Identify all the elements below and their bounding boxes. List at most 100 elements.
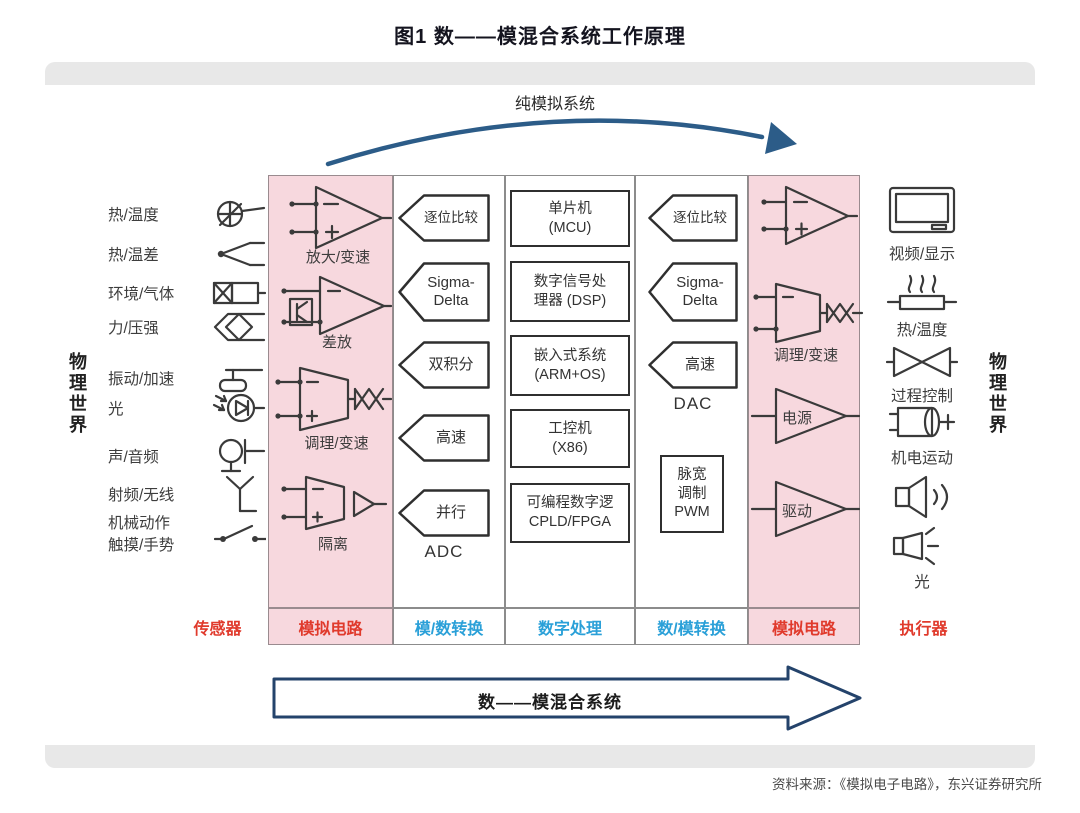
adc-option-block: Sigma- Delta (398, 262, 490, 322)
isolation-label: 隔离 (317, 536, 348, 553)
pressure-sensor-icon (213, 312, 266, 342)
digital-block-ipc: 工控机 (X86) (510, 409, 630, 468)
power-amp-block: 电源 (750, 385, 861, 447)
mixed-system-arrow (272, 665, 862, 731)
adc-option-label: 高速 (435, 429, 466, 446)
sensor-row: 热/温差 (108, 236, 266, 272)
actuator-item: 机电运动 (868, 402, 976, 468)
actuators-footer-label: 执行器 (899, 621, 948, 638)
dac-footer-cell: 数/模转换 (635, 608, 748, 645)
opamp-icon (761, 185, 858, 246)
dac-option-label: Sigma- Delta (676, 274, 724, 309)
driver-amp-label: 驱动 (782, 503, 813, 520)
speaker-icon (894, 475, 949, 519)
adc-option-label: 双积分 (428, 356, 474, 373)
digital-footer-cell: 数字处理 (505, 608, 635, 645)
thermocouple-icon (217, 241, 266, 267)
mixed-system-arrow-label: 数——模混合系统 (478, 693, 622, 712)
digital-block-fpga: 可编程数字逻 CPLD/FPGA (510, 483, 630, 543)
conditioner-label: 调理/变速 (773, 347, 839, 364)
dac-column (635, 175, 748, 608)
sensor-label: 振动/加速 (108, 371, 175, 388)
sensor-label: 机械动作 触摸/手势 (108, 515, 175, 554)
diff-amp-label: 差放 (321, 334, 352, 351)
adc-option-block: 逐位比较 (398, 194, 490, 242)
sensor-row: 光 (108, 390, 266, 426)
analog-out-column (748, 175, 860, 608)
sensor-row: 热/温度 (108, 196, 266, 232)
actuator-item: 热/温度 (868, 272, 976, 340)
digital-block-mcu: 单片机 (MCU) (510, 190, 630, 247)
sensor-label: 声/音频 (108, 449, 159, 466)
adc-option-label: 逐位比较 (424, 209, 478, 225)
actuator-label: 热/温度 (896, 322, 948, 339)
analog-in-footer-cell: 模拟电路 (268, 608, 393, 645)
adc-option-block: 双积分 (398, 341, 490, 389)
opamp-icon (289, 185, 392, 250)
dac-type-label: DAC (673, 394, 713, 413)
sensor-label: 力/压强 (108, 320, 159, 337)
actuator-label: 视频/显示 (888, 246, 956, 263)
actuator-item: 光 (868, 526, 976, 592)
sensor-label: 热/温度 (108, 207, 159, 224)
actuator-label: 光 (914, 574, 930, 591)
pure-analog-arc-arrow (325, 118, 797, 167)
digital-block-embedded: 嵌入式系统 (ARM+OS) (510, 335, 630, 396)
sensor-label: 射频/无线 (108, 487, 175, 504)
conditioner-transformer-icon (753, 282, 864, 344)
physical-world-label-left: 物理世界 (67, 352, 87, 436)
sensor-row: 振动/加速 (108, 360, 266, 396)
photodiode-icon (212, 393, 266, 423)
pure-analog-system-label: 纯模拟系统 (514, 96, 595, 113)
dac-option-label: 高速 (684, 356, 715, 373)
dac-option-label: 逐位比较 (673, 209, 727, 225)
sensor-label: 环境/气体 (108, 286, 175, 303)
actuator-item: 过程控制 (868, 344, 976, 406)
motor-icon (888, 406, 956, 438)
vibration-sensor-icon (218, 368, 264, 393)
antenna-icon (225, 475, 258, 513)
power-amp-label: 电源 (782, 410, 813, 427)
valve-icon (886, 346, 958, 378)
physical-world-label-right: 物理世界 (987, 352, 1007, 436)
flashlight-icon (892, 526, 940, 566)
microphone-icon (218, 438, 266, 473)
pwm-block: 脉宽 调制 PWM (660, 455, 724, 533)
analog-in-column (268, 175, 393, 608)
analog-out-footer-cell: 模拟电路 (748, 608, 860, 645)
conditioner-transformer-icon (275, 366, 392, 432)
sensor-label: 热/温差 (108, 247, 159, 264)
figure-title: 图1 数——模混合系统工作原理 (394, 26, 686, 48)
adc-option-label: Sigma- Delta (427, 274, 475, 309)
heater-icon (886, 274, 958, 311)
digital-block-dsp: 数字信号处 理器 (DSP) (510, 261, 630, 322)
power-amp-icon (750, 387, 861, 445)
sensor-row: 机械动作 触摸/手势 (108, 505, 266, 561)
actuator-item (868, 474, 976, 520)
sensors-footer-label: 传感器 (193, 621, 242, 638)
adc-option-block: 高速 (398, 414, 490, 462)
gas-sensor-icon (212, 281, 266, 305)
display-icon (888, 186, 956, 234)
sensor-row: 声/音频 (108, 438, 266, 474)
conditioner-label: 调理/变速 (304, 435, 369, 452)
driver-amp-icon (750, 480, 861, 538)
adc-footer-cell: 模/数转换 (393, 608, 505, 645)
actuator-label: 过程控制 (890, 388, 953, 405)
dac-option-block: 逐位比较 (648, 194, 738, 242)
sensor-label: 光 (108, 401, 124, 418)
isolation-amp-icon (281, 475, 388, 531)
thermal-sensor-icon (216, 200, 266, 228)
adc-type-label: ADC (424, 542, 464, 561)
adc-option-block: 并行 (398, 489, 490, 537)
switch-icon (214, 524, 266, 542)
amp-label: 放大/变速 (305, 249, 371, 266)
sensor-row: 环境/气体 (108, 275, 266, 311)
actuator-item: 视频/显示 (868, 186, 976, 264)
adc-option-label: 并行 (435, 504, 466, 521)
source-note: 资料来源：《模拟电子电路》，东兴证券研究所 (772, 777, 1042, 792)
driver-amp-block: 驱动 (750, 478, 861, 540)
dac-option-block: 高速 (648, 341, 738, 389)
diff-amp-icon (281, 275, 392, 336)
